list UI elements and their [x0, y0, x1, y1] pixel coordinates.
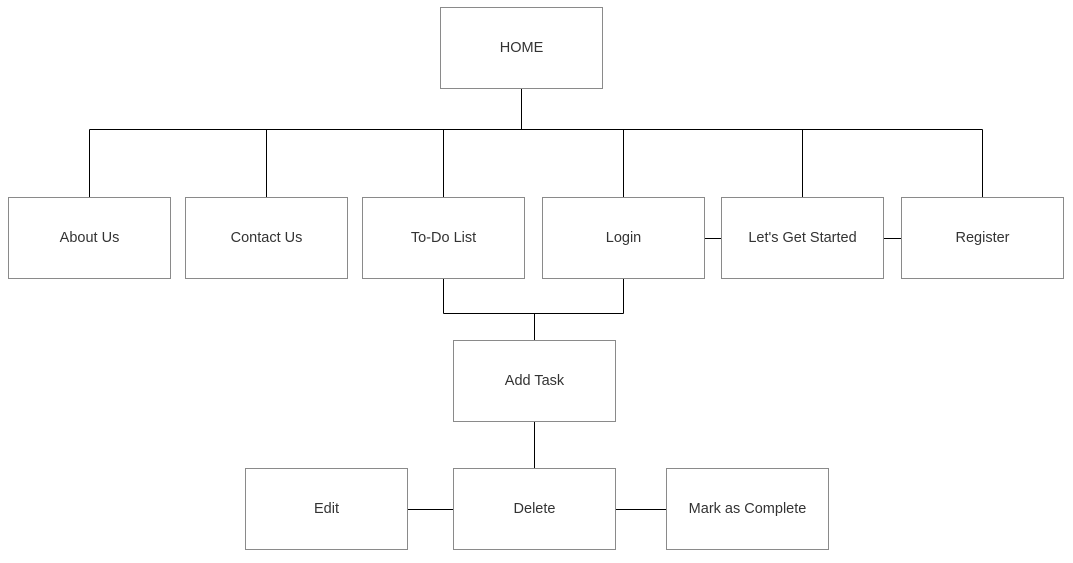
node-delete: Delete — [453, 468, 616, 550]
node-contact-us: Contact Us — [185, 197, 348, 279]
node-edit: Edit — [245, 468, 408, 550]
node-lets-get-started: Let's Get Started — [721, 197, 884, 279]
node-login: Login — [542, 197, 705, 279]
node-mark-as-complete: Mark as Complete — [666, 468, 829, 550]
node-add-task: Add Task — [453, 340, 616, 422]
node-about-us: About Us — [8, 197, 171, 279]
node-register: Register — [901, 197, 1064, 279]
node-home: HOME — [440, 7, 603, 89]
node-todo-list: To-Do List — [362, 197, 525, 279]
